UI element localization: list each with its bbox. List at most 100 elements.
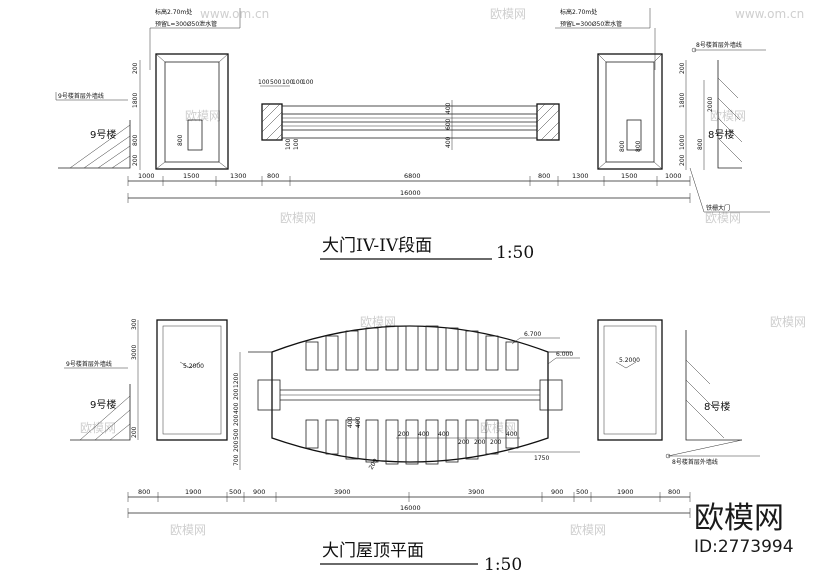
- roof-level-right: 5.2000: [619, 357, 640, 364]
- wm-site-2: www.om.cn: [735, 7, 804, 21]
- roof-building-9: 9号楼: [90, 398, 116, 411]
- sec-dim-2: 1500: [183, 172, 200, 180]
- roof-dim-total: 16000: [400, 504, 421, 512]
- roof-inner-vdim-4: 200: [233, 414, 240, 426]
- roof-dim-400-a: 400: [347, 416, 354, 428]
- roof-label-8-line: 8号楼首层外墙线: [672, 458, 718, 466]
- sec-right-vdim-1: 200: [679, 62, 686, 74]
- section-note-right-2: 预留L=300Ø50泄水管: [560, 20, 622, 28]
- sec-dim-7: 1300: [572, 172, 589, 180]
- roof-level-side: 6.000: [556, 351, 573, 358]
- roof-left-vdim-2: 3000: [131, 345, 138, 360]
- roof-inner-vdim-3: 400: [233, 402, 240, 414]
- wm-brand-5: 欧模网: [705, 211, 741, 225]
- sec-dim-9: 1000: [665, 172, 682, 180]
- roof-inner-hdim-6: 200: [490, 439, 502, 446]
- sec-beam-dim-5: 100: [302, 79, 314, 86]
- section-drawing: 标高2.70m处 预留L=300Ø50泄水管 标高2.70m处 预留L=300Ø…: [55, 8, 770, 263]
- wm-brand-2: 欧模网: [185, 109, 221, 123]
- wm-brand-1: 欧模网: [490, 7, 526, 21]
- wm-brand-7: 欧模网: [770, 315, 806, 329]
- roof-scale: 1:50: [484, 555, 522, 575]
- sec-left-vdim-2: 1800: [132, 93, 139, 108]
- roof-dim-2: 1900: [185, 488, 202, 496]
- watermark-id: ID:2773994: [694, 537, 794, 557]
- sec-beam-dim-4: 100: [292, 79, 304, 86]
- roof-inner-hdim-7: 400: [506, 431, 518, 438]
- sec-left-vdim-4: 800: [177, 134, 184, 146]
- section-title: 大门IV-IV段面: [322, 236, 432, 256]
- sec-right-vdim-4: 800: [697, 138, 704, 150]
- brand-watermark: 欧模网 ID:2773994: [694, 501, 794, 557]
- roof-inner-hdim-5: 200: [474, 439, 486, 446]
- roof-dim-1: 800: [138, 488, 150, 496]
- roof-dim-5: 3900: [334, 488, 351, 496]
- background-watermarks: www.om.cn 欧模网 www.om.cn 欧模网 欧模网 欧模网 欧模网 …: [80, 7, 806, 537]
- sec-mid-vdim-4: 100: [285, 138, 292, 150]
- wm-brand-6: 欧模网: [360, 315, 396, 329]
- roof-building-8: 8号楼: [704, 400, 730, 413]
- roof-inner-vdim-5: 500: [233, 428, 240, 440]
- sec-label-8-line: 8号楼首层外墙线: [696, 41, 742, 49]
- wm-brand-11: 欧模网: [570, 523, 606, 537]
- sec-dim-8: 1500: [621, 172, 638, 180]
- roof-inner-hdim-4: 200: [458, 439, 470, 446]
- section-note-left-1: 标高2.70m处: [155, 8, 192, 16]
- roof-inner-hdim-2: 400: [418, 431, 430, 438]
- roof-dim-3: 500: [229, 488, 241, 496]
- sec-left-vdim-1: 200: [132, 62, 139, 74]
- sec-right-vdim-6: 2000: [707, 97, 714, 112]
- sec-right-vdim-5: 200: [679, 154, 686, 166]
- roof-inner-vdim-6: 200: [233, 440, 240, 452]
- section-scale: 1:50: [496, 243, 534, 263]
- sec-dim-1: 1000: [138, 172, 155, 180]
- roof-dim-10: 800: [668, 488, 680, 496]
- sec-dim-total: 16000: [400, 189, 421, 197]
- roof-inner-vdim-2: 200: [233, 388, 240, 400]
- roof-left-vdim-1: 300: [131, 318, 138, 330]
- roof-dim-8: 500: [576, 488, 588, 496]
- sec-left-vdim-5: 200: [132, 154, 139, 166]
- roof-title: 大门屋顶平面: [322, 541, 424, 561]
- roof-dim-7: 900: [551, 488, 563, 496]
- sec-mid-vdim-1: 400: [445, 102, 452, 114]
- sec-left-vdim-3: 800: [132, 134, 139, 146]
- sec-building-8: 8号楼: [708, 128, 734, 141]
- roof-inner-vdim-7: 700: [233, 454, 240, 466]
- sec-right-vdim-2: 1800: [679, 93, 686, 108]
- roof-dim-4: 900: [253, 488, 265, 496]
- sec-mid-vdim-5: 100: [293, 138, 300, 150]
- sec-gate-label: 铁栅大门: [706, 204, 730, 212]
- watermark-brand-large: 欧模网: [694, 501, 784, 536]
- wm-site-1: www.om.cn: [200, 7, 269, 21]
- roof-label-9-line: 9号楼首层外墙线: [66, 360, 112, 368]
- sec-dim-3: 1300: [230, 172, 247, 180]
- roof-inner-hdim-3: 400: [438, 431, 450, 438]
- roof-dim-200: 200: [368, 457, 380, 471]
- sec-right-vdim-3: 1000: [679, 135, 686, 150]
- roof-inner-vdim-1: 1200: [233, 373, 240, 388]
- sec-right-mid-2: 800: [635, 140, 642, 152]
- sec-mid-vdim-2: 600: [445, 118, 452, 130]
- wm-brand-4: 欧模网: [280, 211, 316, 225]
- roof-dim-1750: 1750: [534, 455, 549, 462]
- section-note-right-1: 标高2.70m处: [560, 8, 597, 16]
- section-note-left-2: 预留L=300Ø50泄水管: [155, 20, 217, 28]
- wm-brand-8: 欧模网: [80, 421, 116, 435]
- sec-dim-5: 6800: [404, 172, 421, 180]
- sec-dim-6: 800: [538, 172, 550, 180]
- roof-level-top: 6.700: [524, 331, 541, 338]
- wm-brand-10: 欧模网: [170, 523, 206, 537]
- roof-level-left: 5.2000: [183, 363, 204, 370]
- roof-dim-9: 1900: [617, 488, 634, 496]
- sec-right-mid-1: 800: [619, 140, 626, 152]
- roof-inner-hdim-1: 200: [398, 431, 410, 438]
- sec-beam-dim-2: 500: [270, 79, 282, 86]
- roof-plan-drawing: 5.2000 300 3000 200 9号楼首层外墙线 9号楼: [64, 318, 760, 575]
- roof-dim-400-b: 400: [355, 416, 362, 428]
- roof-left-vdim-3: 200: [131, 426, 138, 438]
- sec-building-9: 9号楼: [90, 128, 116, 141]
- sec-mid-vdim-3: 400: [445, 136, 452, 148]
- sec-dim-4: 800: [267, 172, 279, 180]
